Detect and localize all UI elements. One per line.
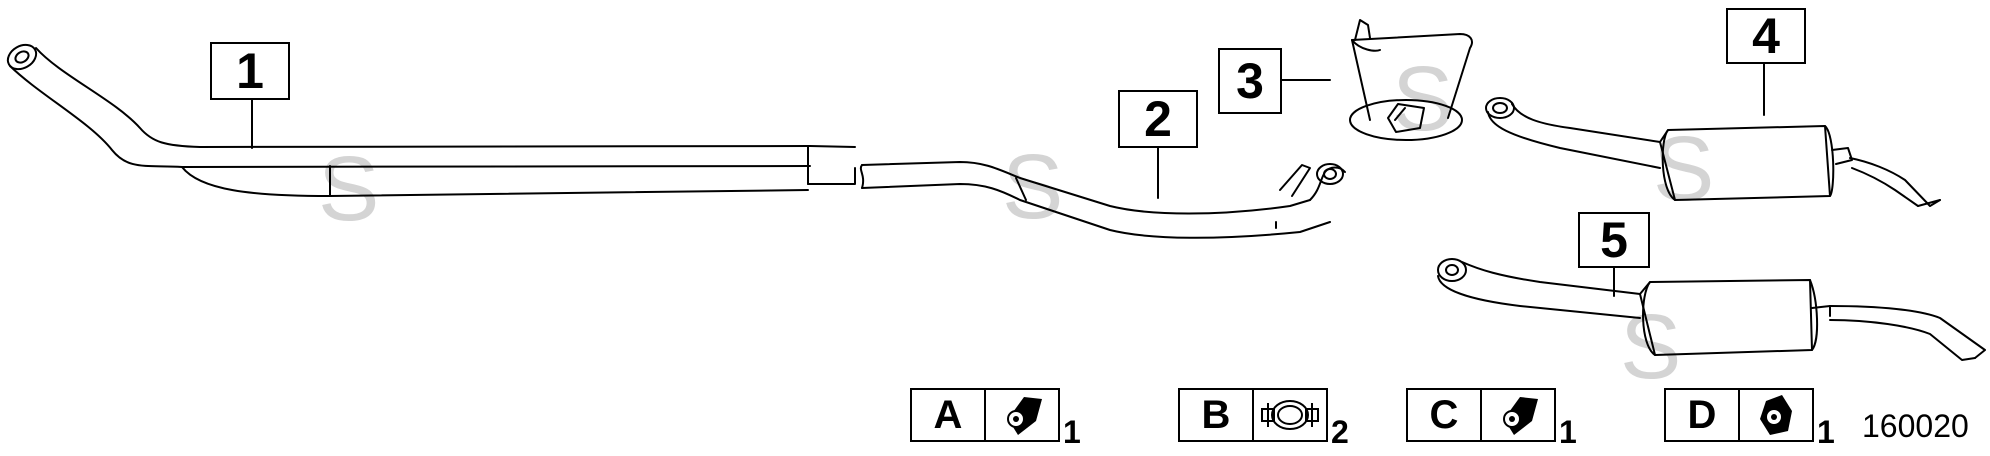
kit-letter: D bbox=[1664, 388, 1740, 442]
nut-hex-icon bbox=[1482, 388, 1556, 442]
hardware-kit-d: D 1 bbox=[1664, 388, 1835, 448]
callout-1: 1 bbox=[210, 42, 290, 100]
watermark-s: S bbox=[1002, 136, 1063, 238]
hardware-kit-b: B 2 bbox=[1178, 388, 1349, 448]
callout-3: 3 bbox=[1218, 48, 1282, 114]
nut-hex-icon bbox=[1740, 388, 1814, 442]
leader-lines bbox=[251, 61, 1765, 297]
hardware-kit-a: A 1 bbox=[910, 388, 1081, 448]
intermediate-pipe-part-2 bbox=[859, 161, 1346, 239]
watermark-group: S S S S S bbox=[318, 48, 1714, 398]
callout-4: 4 bbox=[1726, 8, 1806, 64]
watermark-s: S bbox=[1392, 48, 1453, 150]
watermark-s: S bbox=[1620, 296, 1681, 398]
diagram-number: 160020 bbox=[1862, 408, 1969, 444]
kit-quantity: 2 bbox=[1331, 414, 1349, 450]
callout-2: 2 bbox=[1118, 90, 1198, 148]
kit-quantity: 1 bbox=[1817, 414, 1835, 450]
rear-silencer-part-4 bbox=[1485, 97, 1941, 207]
kit-letter: B bbox=[1178, 388, 1254, 442]
kit-quantity: 1 bbox=[1559, 414, 1577, 450]
callout-5: 5 bbox=[1578, 212, 1650, 268]
front-pipe-part-1 bbox=[6, 43, 856, 197]
kit-quantity: 1 bbox=[1063, 414, 1081, 450]
hardware-kit-c: C 1 bbox=[1406, 388, 1577, 448]
pipe-clamp-icon bbox=[1254, 388, 1328, 442]
nut-hex-icon bbox=[986, 388, 1060, 442]
watermark-s: S bbox=[318, 138, 379, 240]
converter-part-3 bbox=[1349, 19, 1473, 141]
kit-letter: A bbox=[910, 388, 986, 442]
rear-silencer-part-5 bbox=[1437, 258, 1986, 361]
kit-letter: C bbox=[1406, 388, 1482, 442]
